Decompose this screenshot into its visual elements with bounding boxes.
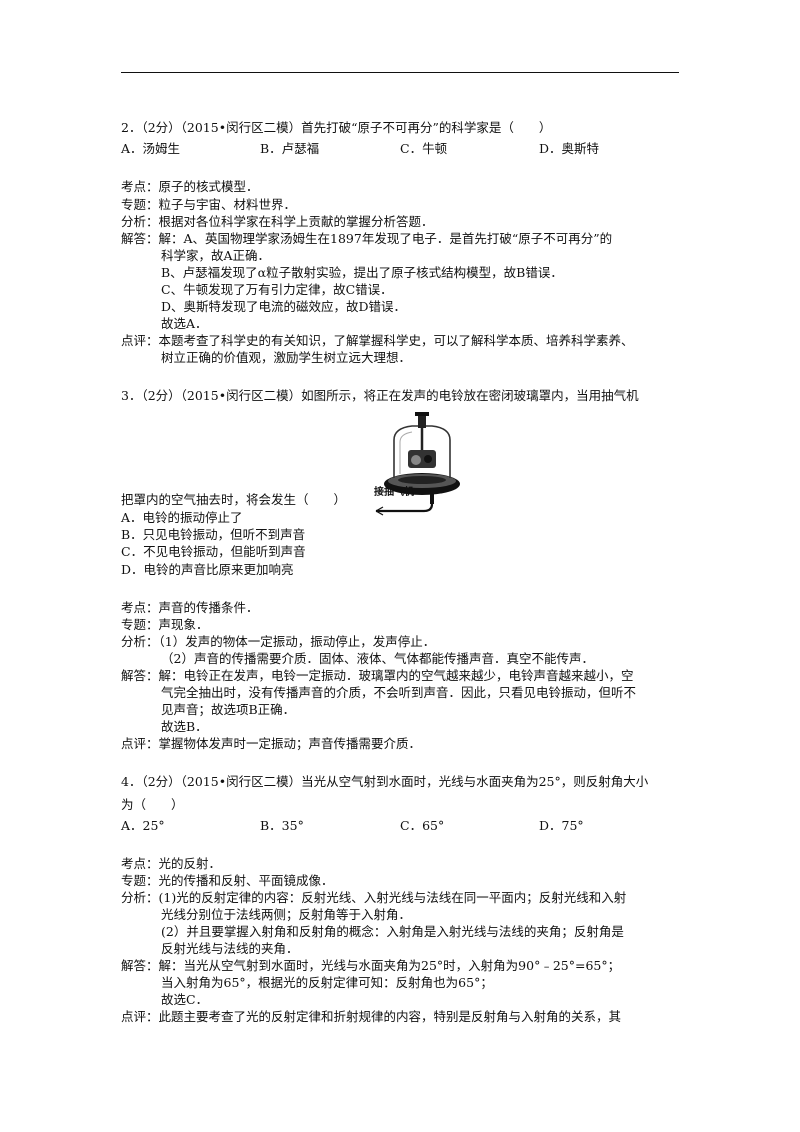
q2-option-b: B．卢瑟福 [260,141,320,156]
q4-fenxi-4: 反射光线与法线的夹角． [161,941,299,956]
q4-jieda-1: 解答：解：当光从空气射到水面时，光线与水面夹角为25°时，入射角为90°﹣25°… [121,958,621,973]
q2-dianping-2: 树立正确的价值观，激励学生树立远大理想． [161,350,412,365]
q3-jieda-2: 气完全抽出时，没有传播声音的介质，不会听到声音．因此，只看见电铃振动，但听不 [161,685,637,700]
q2-dianping-1: 点评：本题考查了科学史的有关知识，了解掌握科学史，可以了解科学本质、培养科学素养… [121,333,634,348]
q4-stem-line2: 为（ ） [121,797,184,812]
q4-jieda-3: 故选C． [161,992,209,1007]
q4-option-a: A．25° [121,818,165,833]
q4-option-c: C．65° [400,818,445,833]
q4-option-d: D．75° [539,818,584,833]
q2-zhuanti: 专题：粒子与宇宙、材料世界． [121,197,297,212]
q4-dianping: 点评：此题主要考查了光的反射定律和折射规律的内容，特别是反射角与入射角的关系，其 [121,1009,622,1024]
q4-zhuanti: 专题：光的传播和反射、平面镜成像． [121,873,334,888]
q4-fenxi-3: (2）并且要掌握入射角和反射角的概念：入射角是入射光线与法线的夹角；反射角是 [161,924,624,939]
q2-option-c: C．牛顿 [400,141,448,156]
q4-kaodian: 考点：光的反射． [121,856,222,871]
q2-jieda-6: 故选A． [161,316,208,331]
q3-jieda-1: 解答：解：电铃正在发声，电铃一定振动．玻璃罩内的空气越来越少，电铃声音越来越小，… [121,668,634,683]
q3-stem-line1: 3．（2分）（2015•闵行区二模）如图所示，将正在发声的电铃放在密闭玻璃罩内，… [121,388,639,403]
q2-stem: 2．（2分）（2015•闵行区二模）首先打破“原子不可再分”的科学家是（ ） [121,120,552,135]
q4-stem-line1: 4．（2分）（2015•闵行区二模）当光从空气射到水面时，光线与水面夹角为25°… [121,774,649,789]
figure-label: 接抽气机 [374,487,414,498]
q3-option-d: D．电铃的声音比原来更加响亮 [121,562,294,577]
q3-zhuanti: 专题：声现象． [121,617,209,632]
header-rule [121,72,679,73]
q2-jieda-3: B、卢瑟福发现了α粒子散射实验，提出了原子核式结构模型，故B错误． [161,265,563,280]
q4-jieda-2: 当入射角为65°，根据光的反射定律可知：反射角也为65°； [161,975,493,990]
q4-fenxi-2: 光线分别位于法线两侧；反射角等于入射角． [161,907,412,922]
q2-fenxi: 分析：根据对各位科学家在科学上贡献的掌握分析答题． [121,214,434,229]
q2-option-a: A．汤姆生 [121,141,181,156]
q2-jieda-2: 科学家，故A正确． [161,248,271,263]
q2-jieda-1: 解答：解：A、英国物理学家汤姆生在1897年发现了电子．是首先打破“原子不可再分… [121,231,613,246]
q3-kaodian: 考点：声音的传播条件． [121,600,259,615]
q3-jieda-4: 故选B． [161,719,208,734]
q2-jieda-5: D、奥斯特发现了电流的磁效应，故D错误． [161,299,407,314]
q3-option-b: B．只见电铃振动，但听不到声音 [121,527,306,542]
q2-jieda-4: C、牛顿发现了万有引力定律，故C错误． [161,282,393,297]
q3-option-a: A．电铃的振动停止了 [121,510,243,525]
q4-fenxi-1: 分析：(1)光的反射定律的内容：反射光线、入射光线与法线在同一平面内；反射光线和… [121,890,627,905]
bell-jar-figure [375,412,460,516]
q3-fenxi-2: （2）声音的传播需要介质．固体、液体、气体都能传播声音．真空不能传声． [161,651,594,666]
q3-stem-line2: 把罩内的空气抽去时，将会发生（ ） [121,492,347,507]
q2-kaodian: 考点：原子的核式模型． [121,179,259,194]
q3-dianping: 点评：掌握物体发声时一定振动；声音传播需要介质． [121,736,422,751]
q3-fenxi-1: 分析：（1）发声的物体一定振动，振动停止，发声停止． [121,634,436,649]
q2-option-d: D．奥斯特 [539,141,600,156]
q3-jieda-3: 见声音；故选项B正确． [161,702,296,717]
q3-option-c: C．不见电铃振动，但能听到声音 [121,544,306,559]
q4-option-b: B．35° [260,818,304,833]
